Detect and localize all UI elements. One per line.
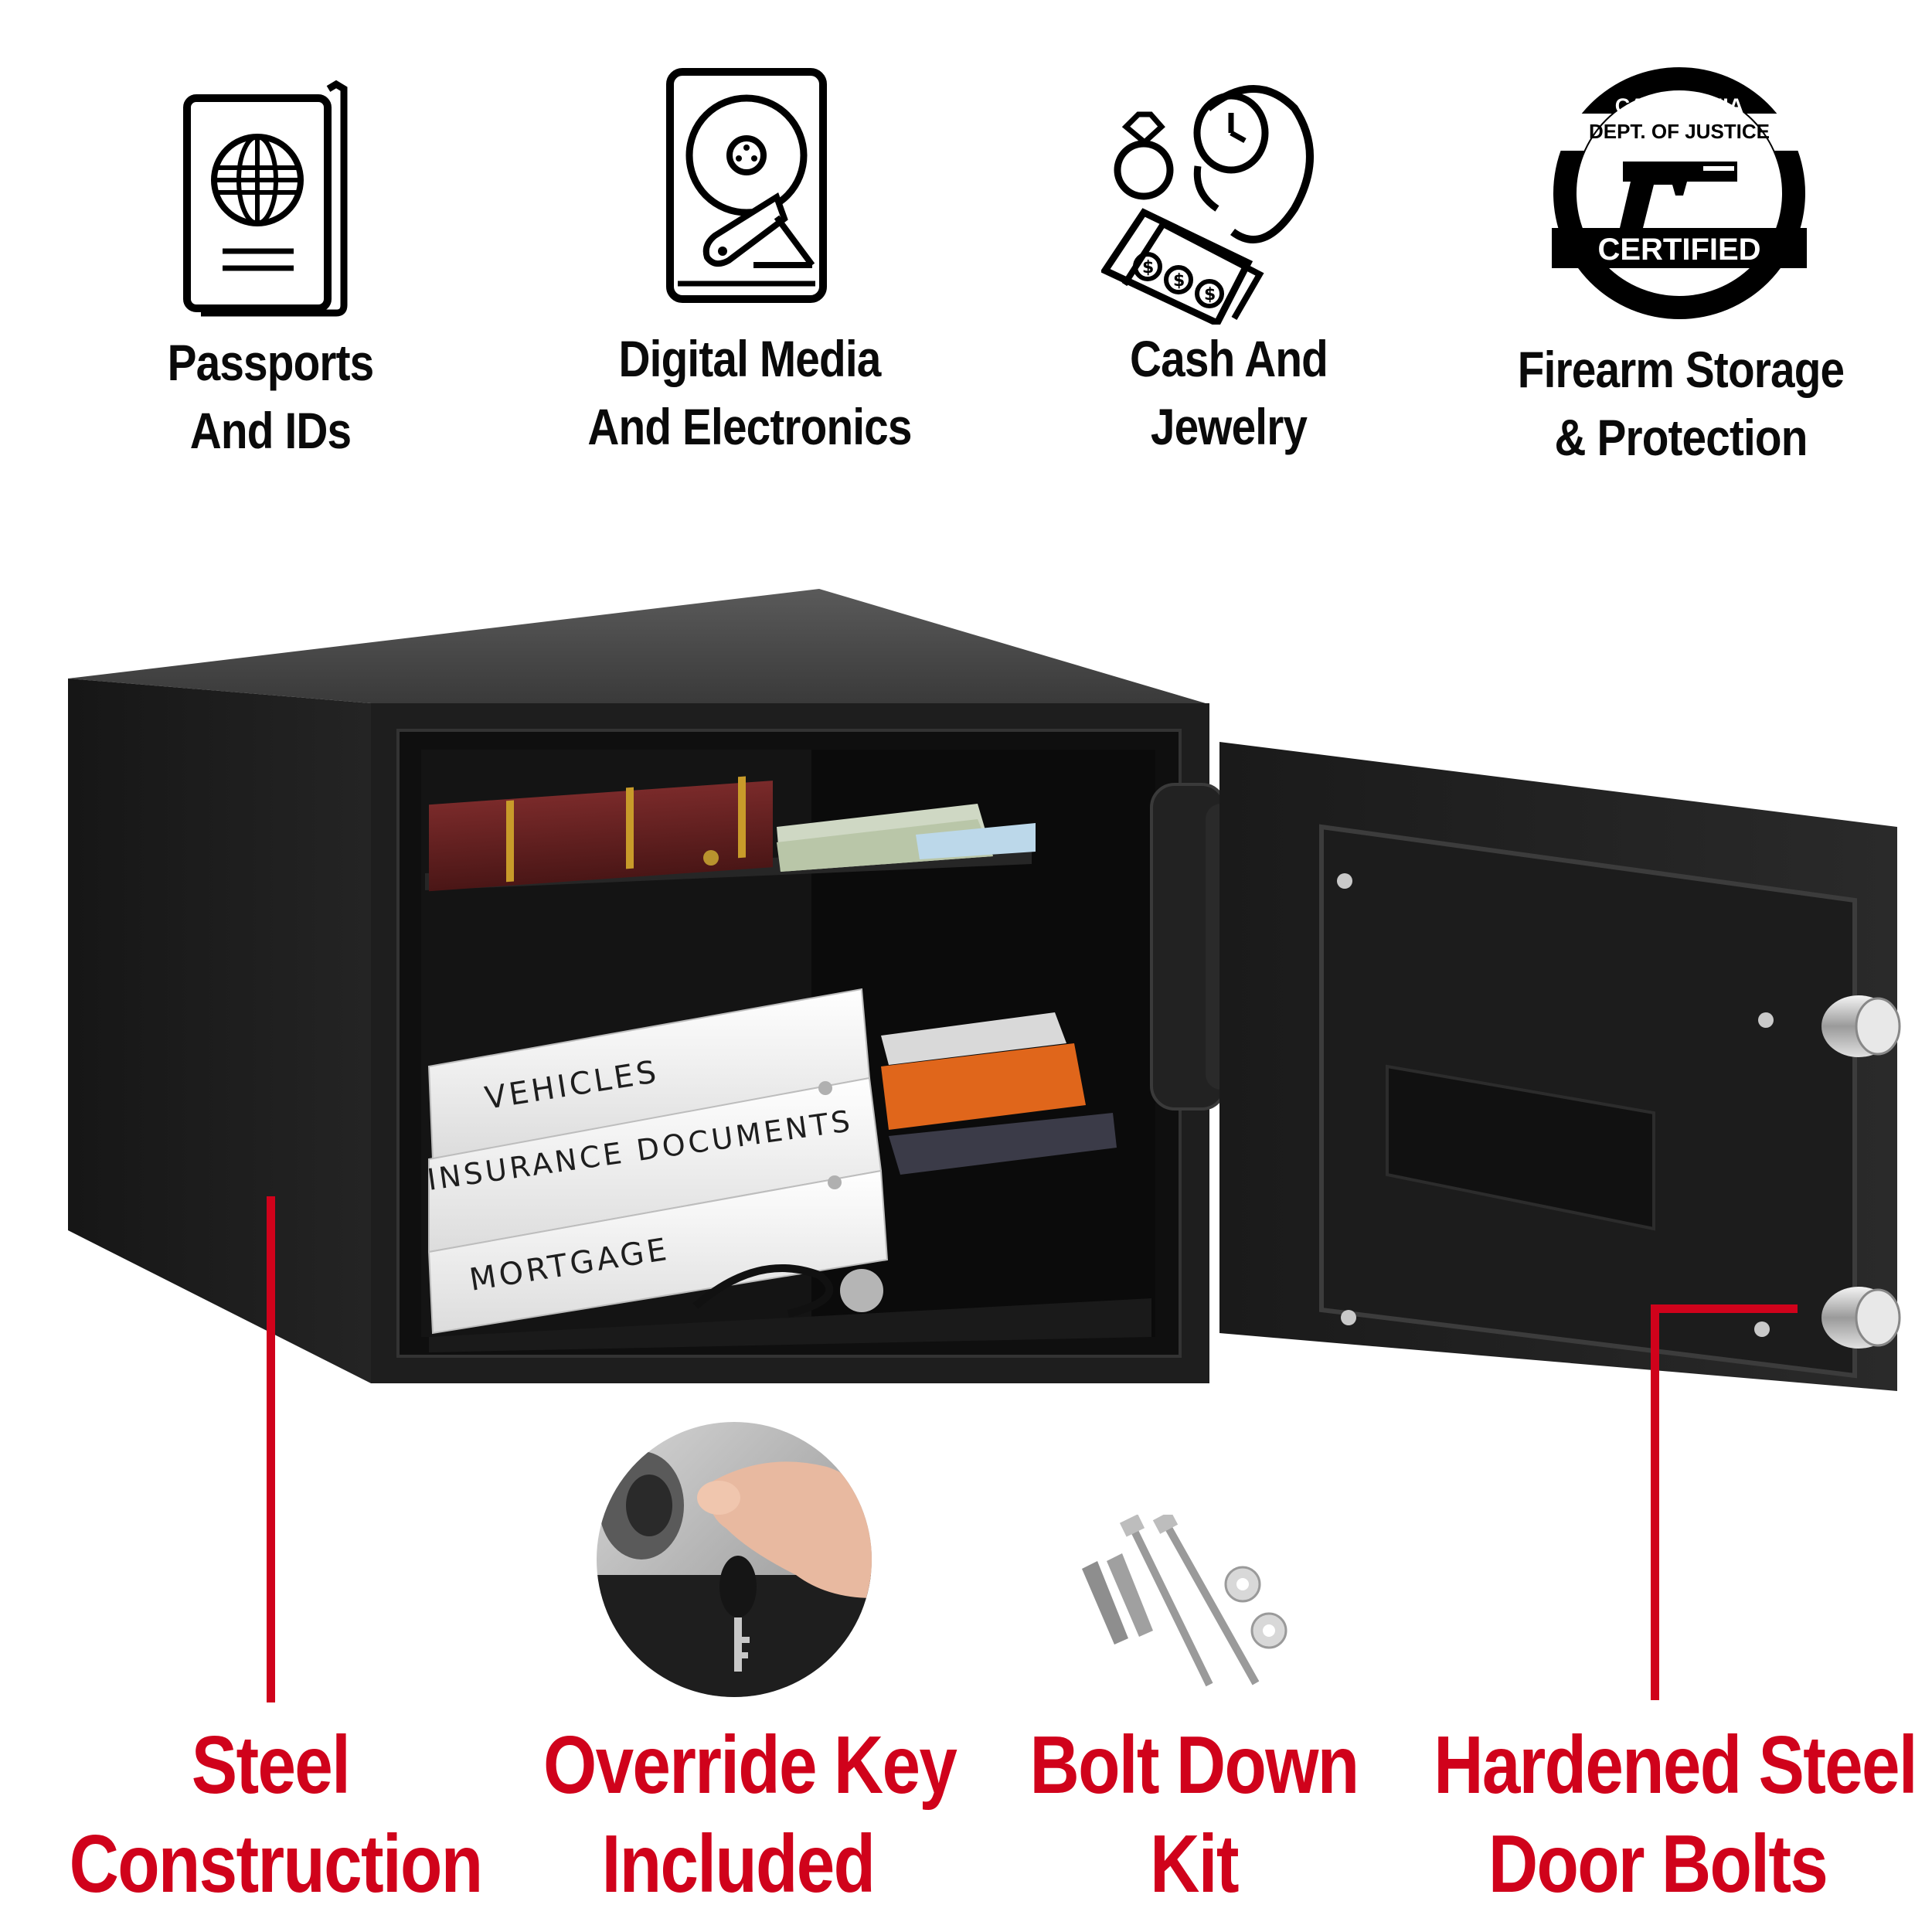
doj-seal-icon: CALIFORNIA DEPT. OF JUSTICE CERTIFIED — [1552, 66, 1807, 321]
seal-top-line1: CALIFORNIA — [1614, 94, 1744, 117]
callout-steel-construction: Steel Construction — [69, 1719, 484, 1910]
svg-text:$: $ — [1142, 258, 1154, 277]
svg-text:$: $ — [1204, 285, 1216, 304]
feature-label-firearm: Firearm Storage & Protection — [1517, 341, 1845, 466]
bolt-down-kit-photo — [1066, 1515, 1314, 1708]
callout-line-bolts-vertical — [1651, 1304, 1659, 1700]
svg-text:$: $ — [1173, 271, 1185, 291]
callout-hardened-steel-bolts: Hardened Steel Door Bolts — [1434, 1719, 1917, 1910]
hard-drive-icon — [661, 66, 831, 305]
passport-icon — [178, 73, 355, 321]
seal-bottom: CERTIFIED — [1597, 233, 1761, 267]
override-key-photo — [595, 1420, 873, 1699]
seal-top-line2: DEPT. OF JUSTICE — [1588, 120, 1770, 143]
callout-override-key: Override Key Included — [543, 1719, 957, 1910]
callout-line-steel — [267, 1196, 275, 1702]
callout-line-bolts-horizontal — [1651, 1304, 1798, 1313]
callout-bolt-down-kit: Bolt Down Kit — [1029, 1719, 1359, 1910]
feature-label-digital-media: Digital Media And Electronics — [587, 330, 912, 455]
cash-jewelry-icon: $ $ $ — [1101, 77, 1341, 325]
feature-label-passports: Passports And IDs — [167, 334, 375, 459]
feature-label-cash-jewelry: Cash And Jewelry — [1130, 330, 1328, 455]
safe-illustration: VEHICLES INSURANCE DOCUMENTS MORTGAGE — [0, 572, 1932, 1406]
